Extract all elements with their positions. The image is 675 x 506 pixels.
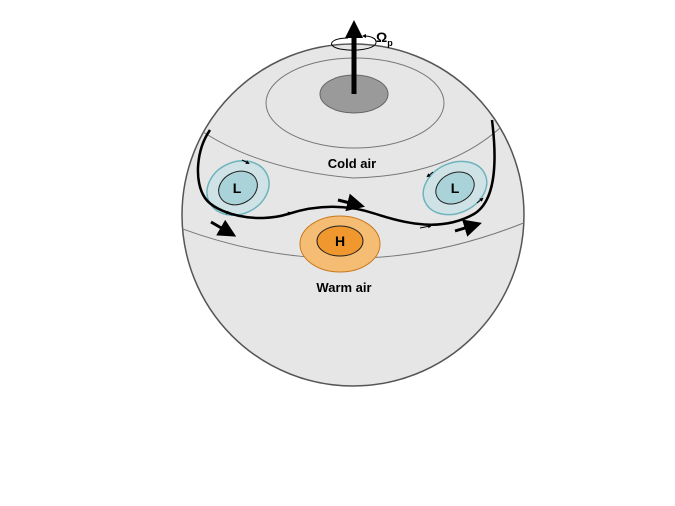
low-pressure-right	[422, 160, 488, 216]
rotation-subscript: p	[387, 38, 393, 48]
low-right-circulation-arrow-1	[426, 171, 434, 178]
jet-arrow-1	[210, 219, 237, 237]
jet-tick-arrow-1	[279, 211, 292, 217]
jet-arrow-3	[454, 219, 482, 237]
latitude-line-upper	[199, 127, 501, 179]
jet-tick-arrow-2	[419, 224, 432, 229]
high-pressure-label: H	[335, 233, 345, 249]
up-arrow-icon	[345, 20, 363, 38]
rotation-symbol: Ω	[376, 29, 387, 45]
low-left-circulation-arrow-1	[241, 159, 250, 164]
low-pressure-left	[206, 160, 270, 216]
circular-arrow-icon	[331, 34, 377, 51]
low-pressure-label-right: L	[451, 180, 460, 196]
jet-arrow-2	[337, 193, 365, 212]
cold-air-label: Cold air	[328, 156, 376, 171]
high-pressure-inner	[316, 225, 364, 257]
warm-air-label: Warm air	[316, 280, 371, 295]
rotation-label: Ωp	[376, 29, 393, 48]
low-pressure-label-left: L	[233, 180, 242, 196]
low-right-circulation-arrow-2	[476, 197, 484, 204]
jet-stream-path	[196, 119, 496, 226]
